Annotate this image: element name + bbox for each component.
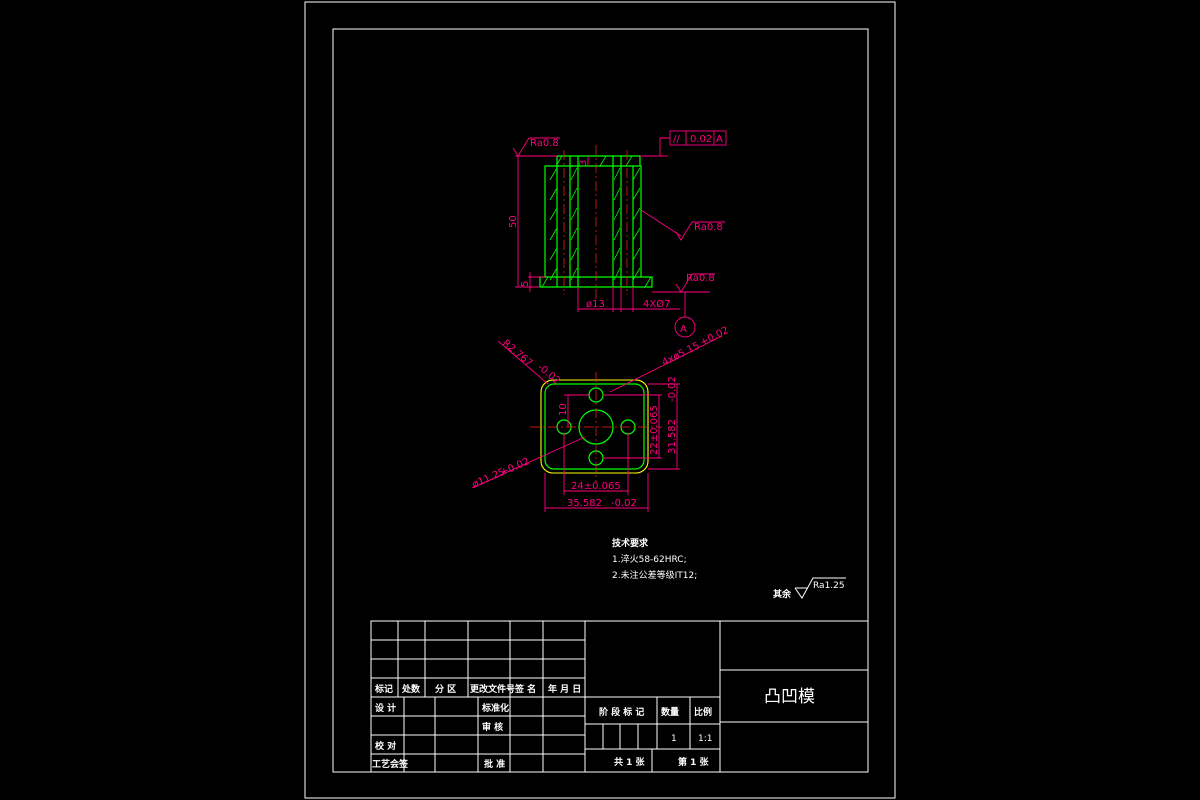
row-check: 校 对 [375,740,396,752]
roughness-base-label: Ra0.8 [686,273,715,284]
rev-header-zone: 分 区 [435,683,456,695]
total-sheets: 共 1 张 [614,756,646,768]
part-name: 凸凹模 [764,687,815,707]
rev-header-date: 年 月 日 [548,683,581,695]
qty-value: 1 [671,734,677,744]
top-view-inner-profile [544,383,645,470]
dim-hole-pattern: 4xø5.15 [660,340,701,368]
dim-hole-pattern-tol: +0.02 [698,325,730,349]
stage-label: 阶 段 标 记 [599,706,644,718]
remaining-roughness-note: 其余 Ra1.25 [773,577,846,600]
row-review: 审 核 [482,721,503,733]
remaining-roughness-label: 其余 [773,588,792,600]
parallelism-datum: A [716,134,723,145]
parallelism-symbol: // [673,134,680,145]
dim-base-step-5: 5 [520,281,531,287]
row-process: 工艺会签 [372,758,409,770]
tech-note-2: 2.未注公差等级IT12; [612,569,697,581]
rev-header-sign: 签 名 [514,683,536,695]
scale-label: 比例 [694,706,712,718]
parallelism-tolerance: 0.02 [690,134,712,145]
dim-center-bore: ø13 [586,299,605,310]
roughness-mid-label: Ra0.8 [694,222,723,233]
row-approve: 批 准 [484,758,505,770]
front-section-view: Ra0.8 Ra0.8 Ra0.8 // 0.02 A 50 3 5 ø13 4… [508,130,727,338]
rev-header-count: 处数 [401,683,421,695]
outer-sheet-border [304,1,896,799]
dim-corner-radius: R2.767 [500,338,534,369]
dim-outer-width-tol: -0.02 [611,498,637,509]
dim-small-holes: 4XØ7 [643,298,670,310]
qty-label: 数量 [661,706,679,718]
top-view-outer-profile [540,379,649,474]
top-view: R2.767 -0.02 4xø5.15 +0.02 ø11.25 +0.02 … [471,325,731,512]
dim-outer-height-tol: -0.02 [667,376,678,402]
remaining-roughness-value: Ra1.25 [813,581,845,591]
dim-height-50: 50 [508,215,519,228]
row-standard: 标准化 [481,702,509,714]
section-hatching [541,155,652,288]
rev-header-mark: 标记 [374,683,393,695]
tech-notes-heading: 技术要求 [612,537,649,549]
technical-requirements: 技术要求 1.淬火58-62HRC; 2.未注公差等级IT12; [612,537,697,581]
roughness-top-label: Ra0.8 [530,138,559,149]
dim-outer-width: 35.582 [567,498,602,509]
dim-offset-10: 10 [558,403,569,416]
dim-top-step-3: 3 [578,160,589,166]
dim-inner-width: 24±0.065 [571,481,621,492]
scale-value: 1:1 [698,734,712,744]
rev-header-doc: 更改文件号 [470,683,515,695]
dim-inner-height: 22±0.065 [649,405,660,455]
datum-a-label: A [680,324,687,335]
title-block: 标记 处数 分 区 更改文件号 签 名 年 月 日 设 计 标准化 校 对 审 … [370,620,869,773]
row-design: 设 计 [375,702,396,714]
sheet-number: 第 1 张 [678,756,710,768]
dim-center-hole-tol: +0.02 [499,456,531,479]
dim-outer-height: 31.582 [667,419,678,454]
dim-corner-radius-tol: -0.02 [535,362,562,387]
tech-note-1: 1.淬火58-62HRC; [612,553,687,565]
